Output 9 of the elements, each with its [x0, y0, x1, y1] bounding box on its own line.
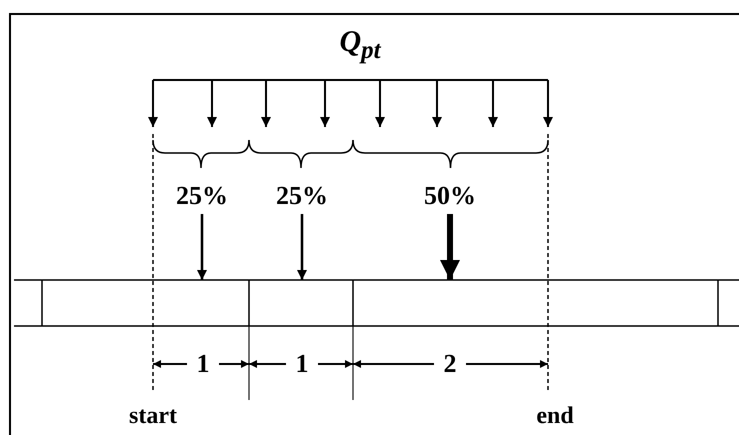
- dimension-label: 1: [296, 351, 308, 377]
- position-label: start: [129, 404, 177, 428]
- dimension-label: 1: [196, 351, 210, 377]
- percentage-label: 25%: [176, 183, 228, 209]
- percentage-label: 50%: [424, 183, 476, 209]
- percentage-label: 25%: [276, 183, 328, 209]
- dimension-label: 2: [444, 351, 456, 377]
- load-symbol: Q$_{pt}$: [339, 27, 381, 63]
- position-label: end: [536, 404, 574, 428]
